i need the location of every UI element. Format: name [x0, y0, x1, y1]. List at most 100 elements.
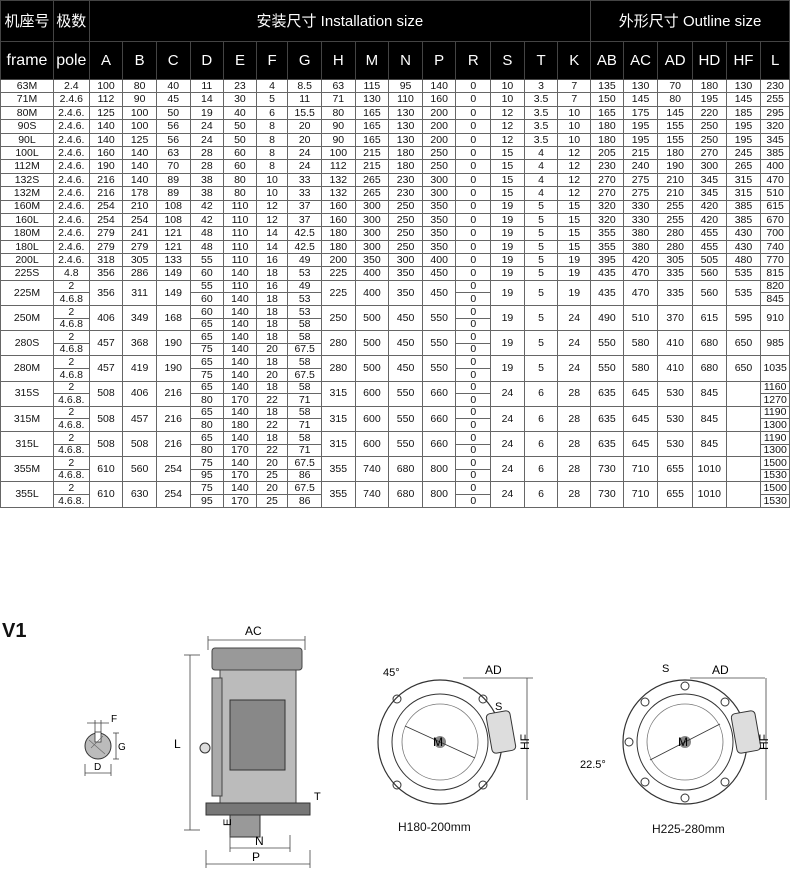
t-cell: 5: [523, 266, 559, 281]
frame-cell: 315L: [0, 430, 54, 458]
b-cell: 630: [122, 481, 157, 508]
ad-cell: 655: [657, 481, 694, 508]
p-cell: 300: [421, 172, 457, 188]
k-cell: 28: [557, 430, 592, 458]
hd-cell: 505: [692, 253, 727, 268]
f-cell: 12: [255, 199, 289, 214]
ac-cell: 175: [622, 105, 659, 121]
a-cell: 279: [88, 239, 124, 255]
ad-cell: 80: [657, 92, 694, 107]
pole-cell: 2.4.6.: [52, 253, 90, 268]
hd-cell: 455: [692, 239, 727, 255]
f-cell: 20: [255, 456, 289, 470]
c-cell: 56: [155, 132, 191, 147]
e-cell: 170: [223, 493, 257, 508]
column-header-b: B: [122, 41, 157, 80]
c-cell: 149: [155, 266, 191, 281]
frame-cell: 355M: [0, 456, 54, 483]
h-cell: 160: [320, 199, 356, 214]
b-cell: 305: [122, 253, 157, 268]
g-cell: 37: [287, 212, 322, 228]
p-cell: 350: [421, 212, 457, 228]
g-cell: 67.5: [287, 342, 322, 357]
n-cell: 230: [388, 186, 423, 201]
m-cell: 350: [354, 253, 390, 268]
p-cell: 660: [421, 405, 457, 432]
l-cell: 820: [760, 279, 790, 294]
e-cell: 140: [223, 342, 257, 357]
pole-cell: 2.4.6.: [52, 186, 90, 201]
n-cell: 250: [388, 212, 423, 228]
a-cell: 216: [88, 172, 124, 188]
pole-cell: 2: [52, 305, 90, 319]
flange-view-225-280: AD M S 22.5° HF: [580, 663, 771, 805]
d-cell: 75: [189, 481, 225, 495]
e-cell: 170: [223, 393, 257, 407]
b-cell: 254: [122, 212, 157, 228]
r-cell: 0: [455, 292, 492, 307]
e-cell: 110: [223, 199, 257, 214]
t-cell: 4: [523, 145, 559, 161]
pole-cell: 4.6.8: [52, 292, 90, 307]
s-cell: 19: [490, 355, 525, 382]
a-cell: 216: [88, 186, 124, 201]
t-cell: 6: [523, 481, 559, 508]
c-cell: 121: [155, 239, 191, 255]
m-cell: 600: [354, 380, 390, 407]
frame-cell: 160M: [0, 199, 54, 214]
pole-cell: 2.4.6.: [52, 132, 90, 147]
pole-cell: 4.6.8.: [52, 443, 90, 458]
s-cell: 12: [490, 119, 525, 134]
n-cell: 680: [388, 481, 423, 508]
b-cell: 457: [122, 405, 157, 432]
n-cell: 180: [388, 145, 423, 161]
ad-cell: 280: [657, 239, 694, 255]
ab-cell: 490: [590, 305, 624, 332]
d-cell: 65: [189, 405, 225, 420]
flange1-caption: H180-200mm: [398, 820, 471, 834]
e-cell: 140: [223, 305, 257, 319]
ac-cell: 275: [622, 172, 659, 188]
header-frame-en: frame: [0, 41, 54, 80]
pole-cell: 2: [52, 456, 90, 470]
l-cell: 1500: [760, 481, 790, 495]
r-cell: 0: [455, 393, 492, 407]
m-cell: 115: [354, 78, 390, 94]
a-cell: 140: [88, 119, 124, 134]
l-cell: 815: [760, 266, 790, 281]
l-cell: 1300: [760, 443, 790, 458]
k-cell: 10: [557, 132, 592, 147]
r-cell: 0: [455, 253, 492, 268]
h-cell: 71: [320, 92, 356, 107]
pole-cell: 2.4.6.: [52, 226, 90, 241]
ab-cell: 270: [590, 186, 624, 201]
pole-cell: 4.8: [52, 266, 90, 281]
t-cell: 3.5: [523, 132, 559, 147]
d-cell: 95: [189, 493, 225, 508]
a-cell: 610: [88, 481, 124, 508]
hd-cell: 420: [692, 199, 727, 214]
a-cell: 610: [88, 456, 124, 483]
g-cell: 58: [287, 380, 322, 395]
p-cell: 200: [421, 119, 457, 134]
frame-cell: 90S: [0, 119, 54, 134]
t-cell: 6: [523, 405, 559, 432]
r-cell: 0: [455, 92, 492, 107]
a-cell: 406: [88, 305, 124, 332]
g-cell: 53: [287, 266, 322, 281]
d-cell: 24: [189, 132, 225, 147]
ad-cell: 70: [657, 78, 694, 94]
l-cell: 1530: [760, 468, 790, 483]
d-cell: 48: [189, 226, 225, 241]
d-cell: 65: [189, 317, 225, 332]
b-cell: 406: [122, 380, 157, 407]
g-cell: 71: [287, 393, 322, 407]
ac-cell: 580: [622, 355, 659, 382]
h-cell: 315: [320, 405, 356, 432]
ad-cell: 530: [657, 405, 694, 432]
